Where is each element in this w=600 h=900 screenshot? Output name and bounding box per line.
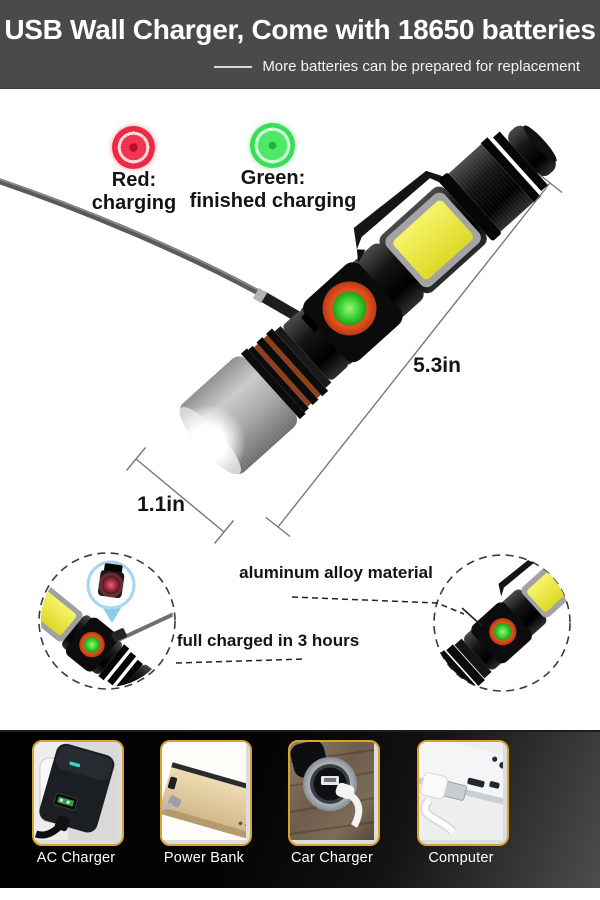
dimension-line-diameter: [125, 447, 235, 544]
cob-panel: [393, 200, 473, 280]
page-subtitle: More batteries can be prepared for repla…: [262, 58, 580, 75]
car-charger-photo: [288, 740, 380, 846]
power-bank-label: Power Bank: [163, 850, 245, 866]
tail-cap: [508, 125, 556, 177]
diameter-dimension-label: 1.1in: [137, 493, 185, 516]
header-banner: USB Wall Charger, Come with 18650 batter…: [0, 0, 600, 89]
power-button: [332, 291, 367, 326]
green-indicator-name: Green:: [240, 167, 306, 189]
red-indicator-desc: charging: [91, 192, 177, 214]
computer-photo: [417, 740, 509, 846]
charge-port: [301, 313, 319, 332]
power-bank-graphic: [162, 742, 246, 840]
red-indicator-name: Red:: [111, 169, 157, 191]
cob-module: [379, 186, 487, 294]
inset-plug: [111, 628, 127, 642]
car-charger-label: Car Charger: [291, 850, 373, 866]
page-title: USB Wall Charger, Come with 18650 batter…: [4, 14, 596, 45]
red-indicator-dot-icon: [112, 126, 155, 169]
tail-rib-2: [493, 131, 548, 192]
port-red-led: [103, 577, 119, 593]
subtitle-row: More batteries can be prepared for repla…: [214, 58, 580, 75]
magnifier-bubble: [86, 560, 136, 623]
usb-plug-band: [252, 287, 268, 304]
port-led-glow: [98, 572, 124, 598]
green-indicator-label: Green: finished charging: [190, 167, 357, 213]
callout-line-material-tip: [461, 607, 483, 627]
inset-cable: [117, 612, 173, 642]
tail-knurl: [448, 144, 534, 232]
usb-plug: [259, 291, 303, 323]
dimension-line-length: [265, 172, 563, 538]
ac-charger-label: AC Charger: [36, 850, 116, 866]
callout-line-charge-time: [175, 658, 307, 664]
charging-cable: [0, 178, 303, 323]
subtitle-dash: [214, 65, 253, 68]
head-knurl: [178, 352, 302, 476]
neck: [283, 311, 349, 380]
red-indicator-label: Red: charging: [92, 169, 176, 215]
zoom-ring-ribs: [240, 326, 332, 420]
inset-material: [291, 554, 571, 692]
tail-ring: [438, 173, 501, 241]
material-callout-label: aluminum alloy material: [239, 563, 433, 582]
callout-line-material: [291, 596, 465, 615]
tail-rib-1: [480, 137, 541, 203]
car-charger-graphic: [290, 742, 374, 840]
power-bank-photo: [160, 740, 252, 846]
tail-end: [523, 125, 557, 162]
computer-label: Computer: [428, 850, 494, 866]
green-indicator-dot-icon: [250, 123, 295, 168]
charging-methods-strip: AC Charger Power Bank: [0, 730, 600, 888]
computer-graphic: [419, 742, 503, 840]
lens-beam: [169, 404, 246, 481]
green-indicator-desc: finished charging: [189, 190, 357, 212]
length-dimension-label: 5.3in: [413, 354, 461, 377]
charge-time-callout-label: full charged in 3 hours: [176, 631, 360, 650]
flashlight-photo: [137, 125, 557, 513]
ac-charger-graphic: [34, 742, 118, 840]
ac-charger-photo: [32, 740, 124, 846]
